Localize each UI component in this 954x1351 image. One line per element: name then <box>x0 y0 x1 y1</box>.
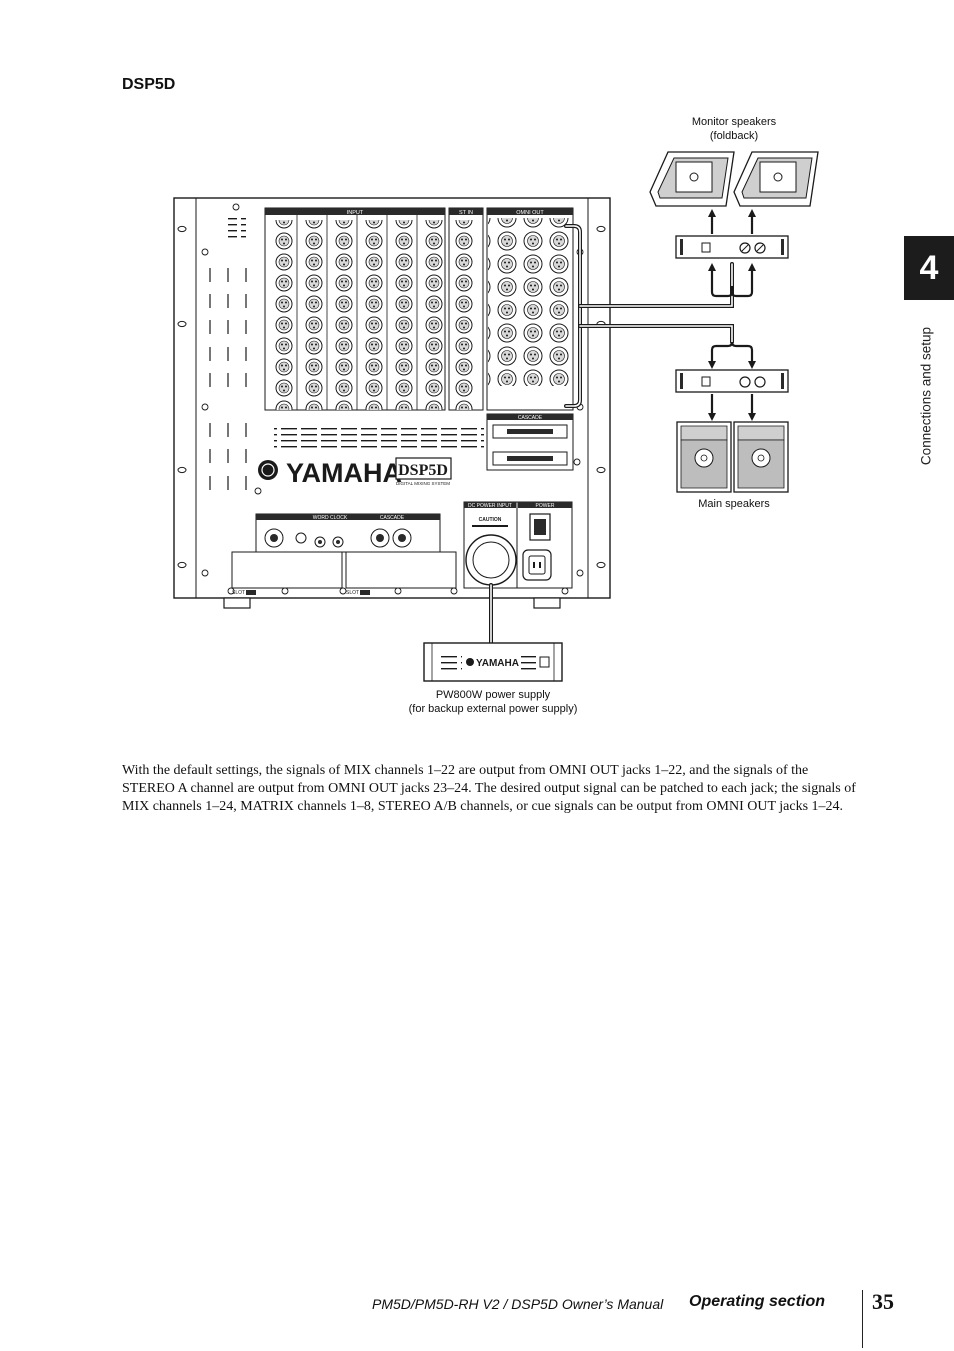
omni-out-cables <box>564 224 734 408</box>
pw800w-power-supply: YAMAHA <box>423 642 563 682</box>
psu-brand: YAMAHA <box>476 658 519 669</box>
word-clock-label: WORD CLOCK <box>313 515 348 521</box>
page-number: 35 <box>872 1289 894 1314</box>
main-speakers-caption: Main speakers <box>668 497 800 511</box>
dsp5d-rack-unit: YAMAHA DSP5D DIGITAL MIXING SYSTEM SLOT … <box>173 197 611 609</box>
svg-text:YAMAHA: YAMAHA <box>286 458 402 488</box>
main-amplifier <box>675 369 789 393</box>
section-title: DSP5D <box>122 76 176 93</box>
main-caption: Main speakers <box>698 498 770 510</box>
input-label: INPUT <box>347 210 364 216</box>
connection-diagram: YAMAHA DSP5D DIGITAL MIXING SYSTEM SLOT … <box>173 151 819 682</box>
slot-right-label: SLOT <box>346 590 359 596</box>
yamaha-logo: YAMAHA <box>258 458 402 488</box>
pw800w-caption-line2: (for backup external power supply) <box>408 703 578 715</box>
st-in-label: ST IN <box>459 210 473 216</box>
power-label: POWER <box>536 503 555 509</box>
monitor-caption-line1: Monitor speakers <box>691 116 777 128</box>
cascade-lower-label: CASCADE <box>380 515 405 521</box>
monitor-caption-line2: (foldback) <box>709 130 759 142</box>
main-speaker-left <box>676 421 732 493</box>
monitor-speaker-left <box>649 151 735 207</box>
footer-section-title: Operating section <box>689 1293 826 1310</box>
monitor-arrows <box>708 209 756 298</box>
pw800w-caption-line1: PW800W power supply <box>435 689 551 701</box>
footer-divider <box>862 1290 863 1348</box>
model-subtitle: DIGITAL MIXING SYSTEM <box>396 481 450 486</box>
monitor-speakers-caption: Monitor speakers (foldback) <box>668 115 800 143</box>
dc-power-input-label: DC POWER INPUT <box>468 503 512 509</box>
pw800w-caption: PW800W power supply (for backup external… <box>383 688 603 716</box>
chapter-tab: 4 <box>904 236 954 300</box>
slot-left-label: SLOT <box>232 590 245 596</box>
cascade-upper-label: CASCADE <box>518 415 543 421</box>
model-badge: DSP5D <box>398 462 448 479</box>
main-arrows <box>708 341 756 421</box>
omni-out-label: OMNI OUT <box>516 210 544 216</box>
main-speaker-right <box>733 421 789 493</box>
caution-label: CAUTION <box>479 517 502 523</box>
monitor-speaker-right <box>733 151 819 207</box>
footer-manual-title: PM5D/PM5D-RH V2 / DSP5D Owner’s Manual <box>372 1296 664 1312</box>
monitor-amplifier <box>675 235 789 259</box>
body-paragraph: With the default settings, the signals o… <box>122 763 856 814</box>
